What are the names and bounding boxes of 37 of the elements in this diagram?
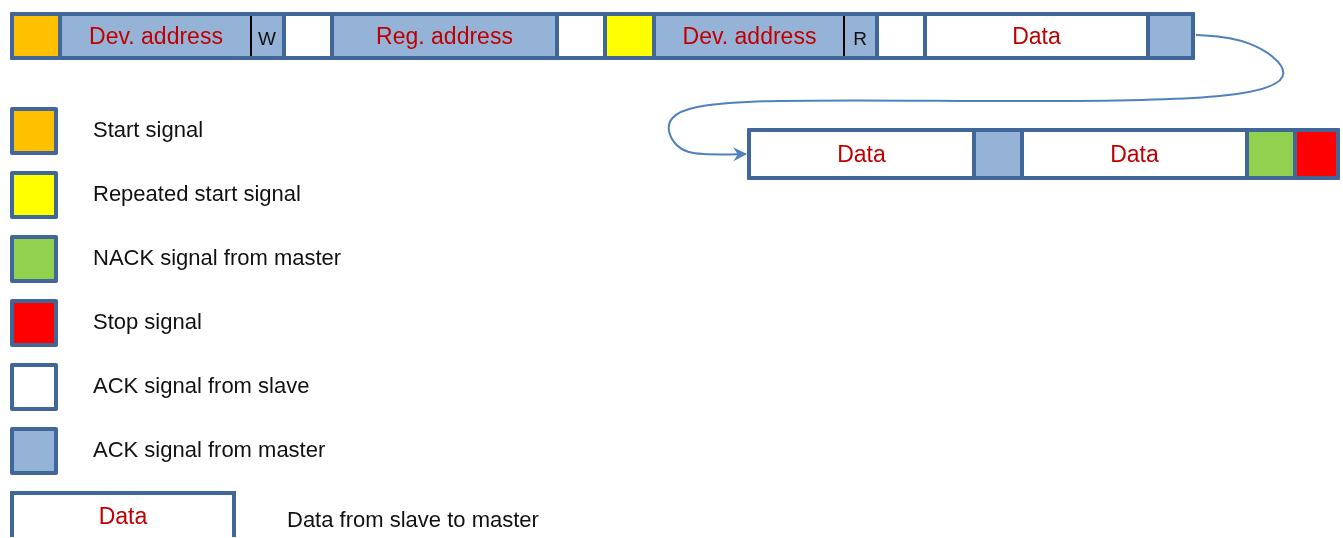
legend-text: ACK signal from master: [93, 437, 326, 463]
field-cell: [62, 16, 250, 56]
frame-bar: [10, 12, 1195, 60]
signal-cell: [976, 132, 1020, 176]
field-cell: [1024, 132, 1245, 176]
bit-label: W: [258, 27, 276, 50]
signal-cell: [607, 16, 652, 56]
field-cell: [751, 132, 972, 176]
signal-cell: [1249, 132, 1293, 176]
signal-cell: [1297, 132, 1336, 176]
signal-cell: [286, 16, 330, 56]
bit-label: R: [853, 27, 867, 50]
field-label: Dev. address: [682, 22, 817, 50]
frame-bar: [747, 128, 1340, 180]
signal-cell: [14, 16, 58, 56]
field-cell: [843, 16, 875, 56]
signal-cell: [1150, 16, 1191, 56]
field-label: Reg. address: [376, 22, 513, 50]
field-label: Data: [98, 502, 148, 530]
legend-text: ACK signal from slave: [93, 373, 310, 399]
legend-text: Data from slave to master: [287, 507, 539, 533]
field-cell: [927, 16, 1146, 56]
signal-cell: [559, 16, 603, 56]
signal-cell: [879, 16, 923, 56]
legend-text: Start signal: [93, 117, 204, 143]
field-label: Data: [1012, 22, 1061, 50]
data-box: [10, 491, 236, 537]
field-cell: [250, 16, 282, 56]
field-label: Dev. address: [89, 22, 223, 50]
field-label: Data: [1110, 140, 1159, 168]
field-cell: [656, 16, 843, 56]
curved-arrow: [667, 34, 1285, 162]
field-cell: [334, 16, 555, 56]
field-label: Data: [837, 140, 886, 168]
legend-text: Stop signal: [93, 309, 202, 335]
legend-text: NACK signal from master: [93, 245, 342, 271]
legend-text: Repeated start signal: [93, 181, 301, 207]
